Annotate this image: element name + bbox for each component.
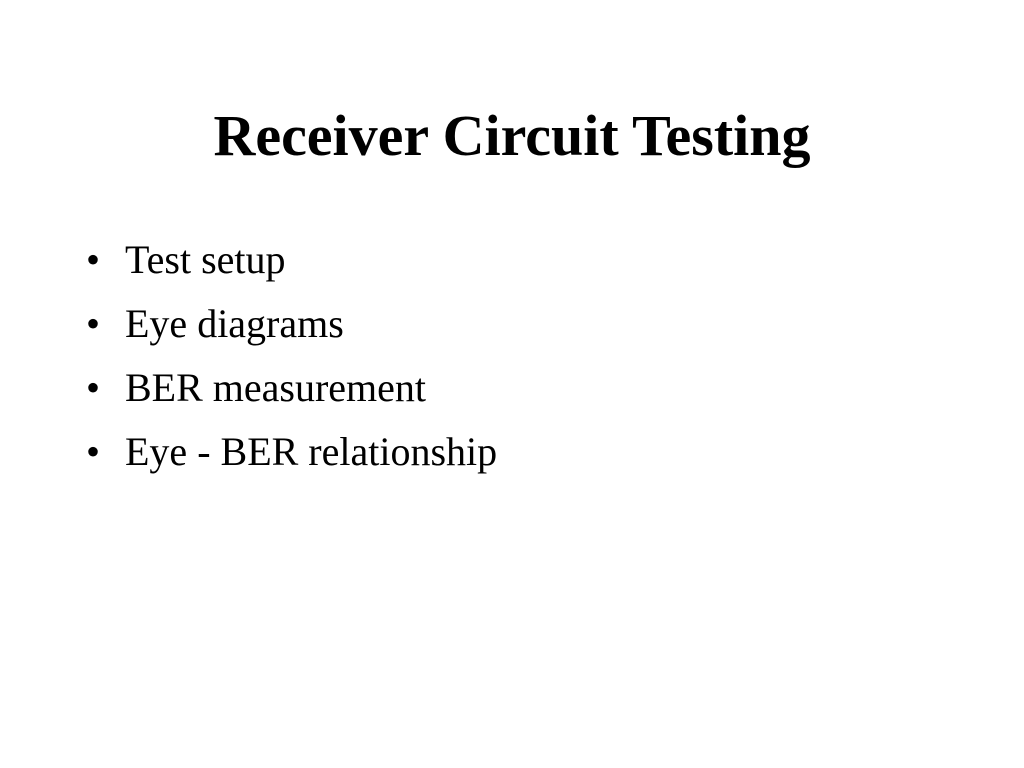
bullet-icon: • [86, 301, 101, 346]
bullet-text: BER measurement [125, 365, 427, 410]
bullet-item: • Eye - BER relationship [86, 420, 497, 484]
bullet-icon: • [86, 237, 101, 282]
bullet-item: • BER measurement [86, 356, 497, 420]
bullet-list: • Test setup • Eye diagrams • BER measur… [86, 228, 497, 484]
bullet-item: • Test setup [86, 228, 497, 292]
slide-title: Receiver Circuit Testing [213, 103, 811, 168]
bullet-text: Eye diagrams [125, 301, 344, 346]
bullet-text: Eye - BER relationship [125, 429, 498, 474]
bullet-text: Test setup [125, 237, 286, 282]
bullet-icon: • [86, 365, 101, 410]
bullet-icon: • [86, 429, 101, 474]
bullet-item: • Eye diagrams [86, 292, 497, 356]
